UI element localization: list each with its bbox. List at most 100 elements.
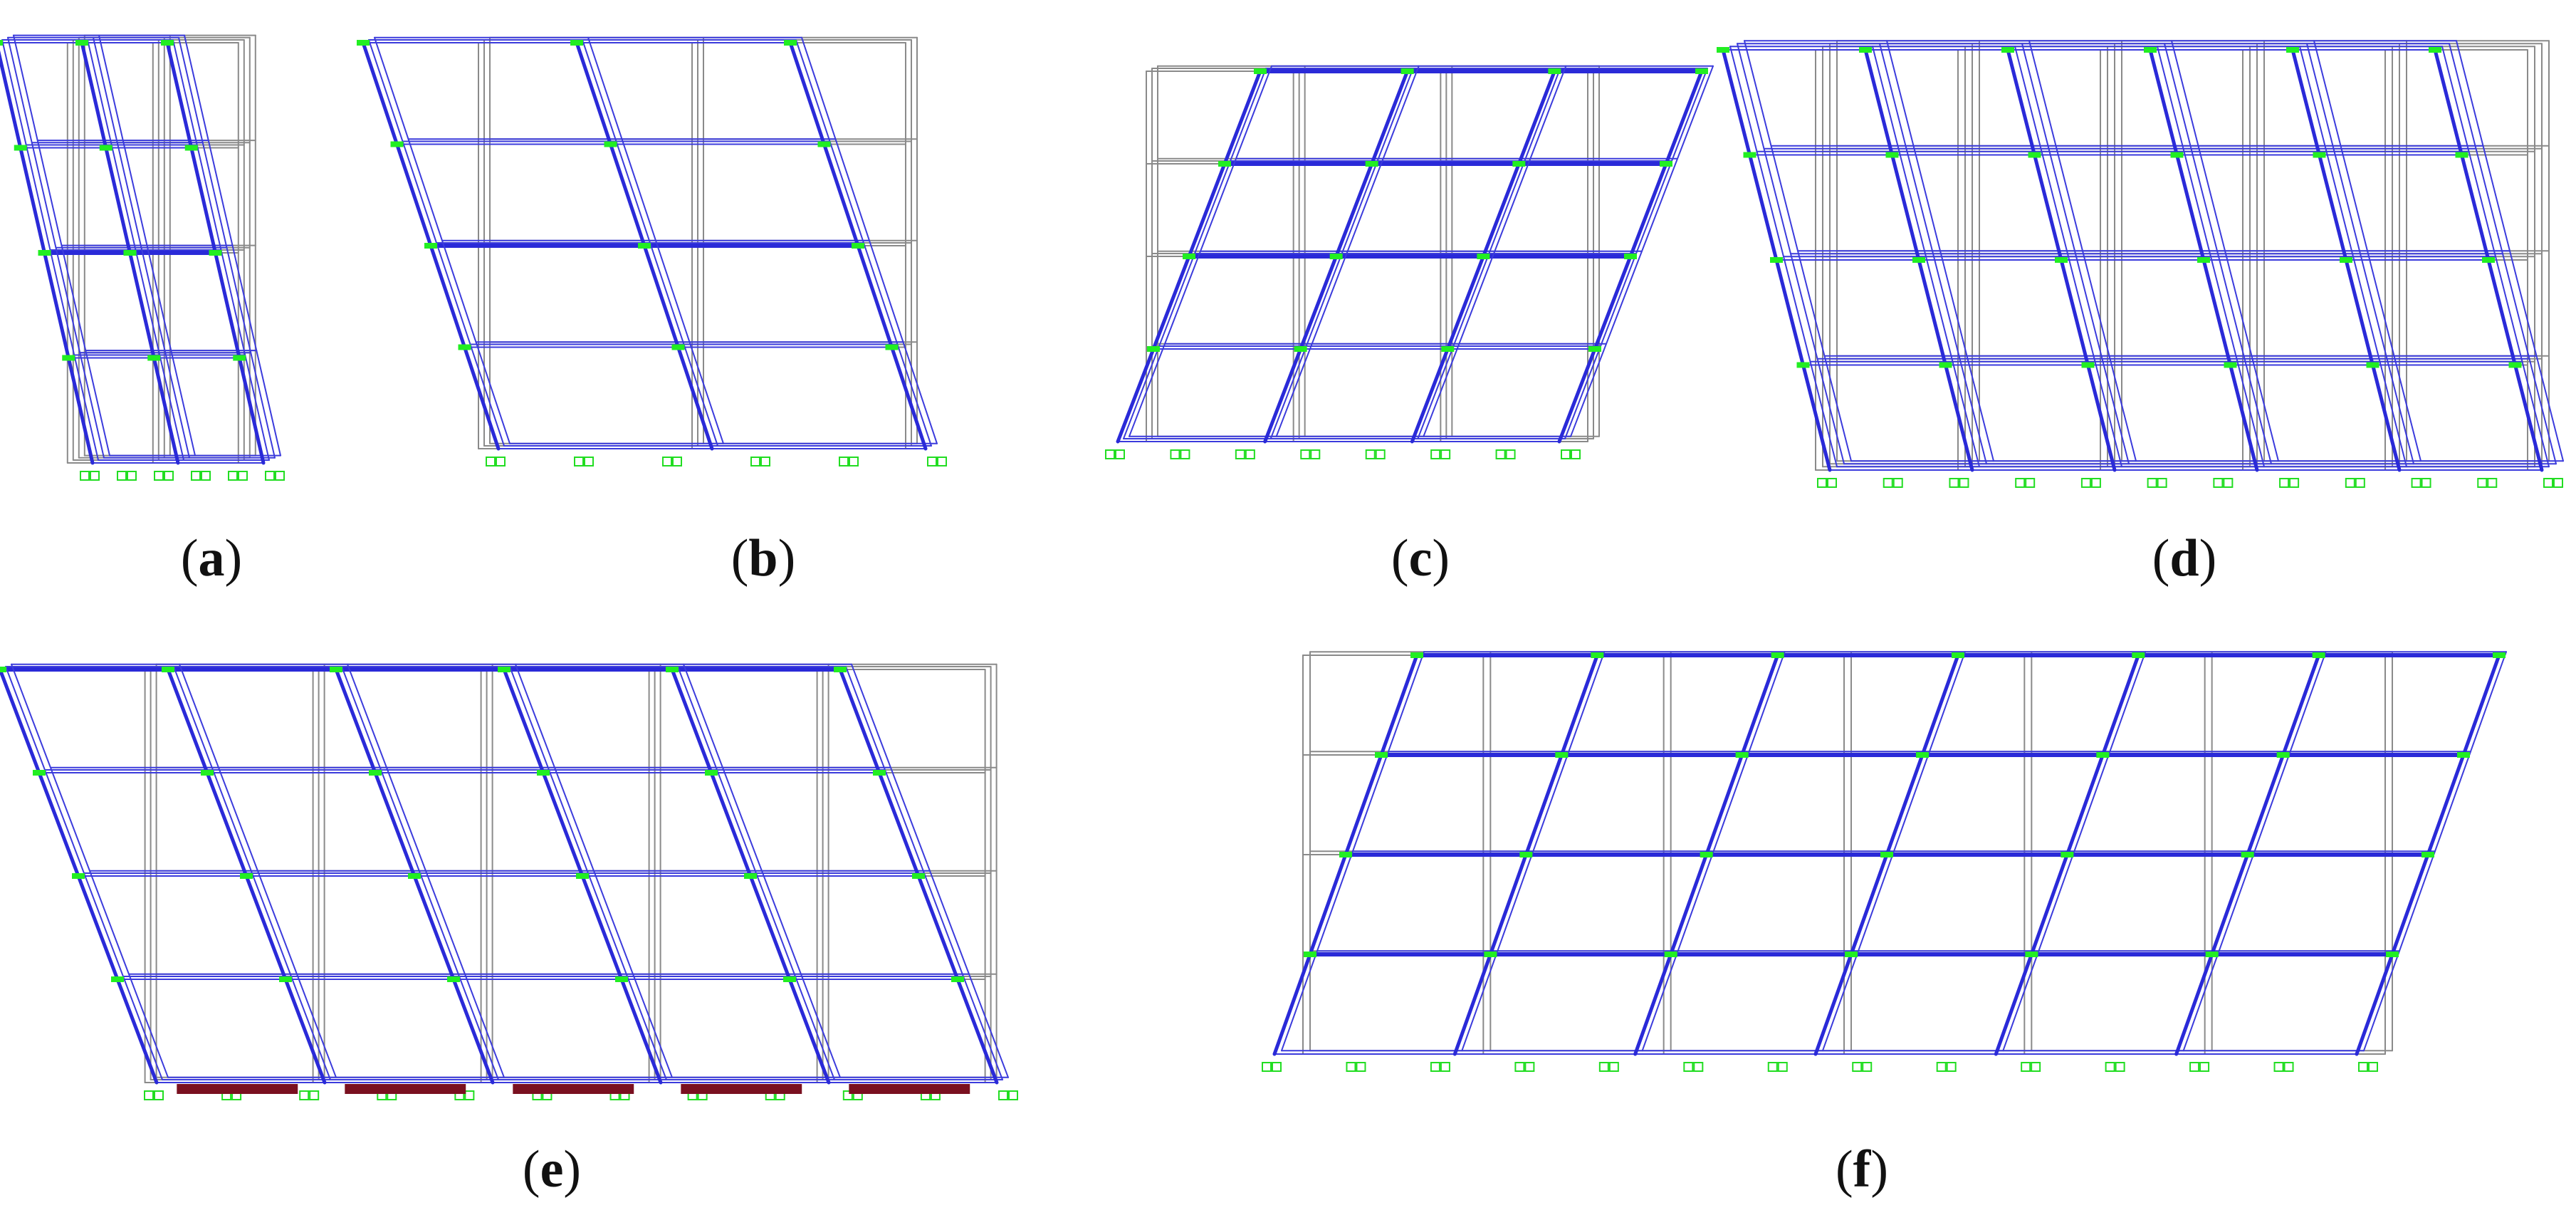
plastic-hinge-marker: [570, 40, 583, 46]
plastic-hinge-marker: [1700, 852, 1713, 857]
support-symbol: [1826, 478, 1837, 488]
support-symbol: [265, 471, 276, 481]
support-symbol: [2411, 478, 2423, 488]
plastic-hinge-marker: [14, 145, 27, 151]
caption-d: (d): [2152, 529, 2217, 588]
support-symbol: [125, 471, 137, 481]
plastic-hinge-marker: [0, 667, 6, 672]
support-symbol: [1683, 1062, 1695, 1072]
plastic-hinge-marker: [2132, 652, 2145, 658]
plastic-hinge-marker: [2508, 362, 2522, 368]
support-symbol: [2288, 478, 2300, 488]
support-symbol: [1170, 449, 1182, 459]
plastic-hinge-marker: [705, 770, 718, 776]
support-symbol: [1178, 449, 1190, 459]
plastic-hinge-marker: [817, 141, 831, 147]
support-symbol: [2029, 1062, 2041, 1072]
support-symbol: [1262, 1062, 1273, 1072]
support-symbol: [1007, 1090, 1018, 1100]
plastic-hinge-marker: [912, 873, 925, 879]
plastic-hinge-marker: [2096, 752, 2110, 758]
support-symbol: [2105, 1062, 2117, 1072]
foundation-beam: [177, 1084, 298, 1094]
frame-diagram-a: [0, 34, 285, 481]
support-symbol: [1105, 449, 1116, 459]
plastic-hinge-marker: [1512, 161, 1526, 167]
support-symbol: [2345, 478, 2357, 488]
caption-d-label: d: [2169, 529, 2199, 588]
support-symbol: [1438, 1062, 1450, 1072]
frame-diagram-d: [1717, 40, 2564, 488]
support-symbol: [750, 457, 762, 466]
support-symbol: [2543, 478, 2555, 488]
plastic-hinge-marker: [834, 667, 847, 672]
plastic-hinge-marker: [1294, 346, 1307, 352]
support-symbol: [2113, 1062, 2125, 1072]
plastic-hinge-marker: [161, 40, 174, 46]
plastic-hinge-marker: [1329, 254, 1343, 259]
support-symbol: [2358, 1062, 2370, 1072]
support-symbol: [1692, 1062, 1704, 1072]
support-symbol: [308, 1090, 320, 1100]
plastic-hinge-marker: [951, 976, 964, 982]
support-symbol: [1354, 1062, 1366, 1072]
plastic-hinge-marker: [498, 667, 511, 672]
support-symbol: [1776, 1062, 1788, 1072]
plastic-hinge-marker: [1771, 652, 1784, 658]
plastic-hinge-marker: [1885, 152, 1899, 158]
support-symbol: [1523, 1062, 1535, 1072]
support-symbol: [494, 457, 506, 466]
plastic-hinge-marker: [2081, 362, 2095, 368]
plastic-hinge-marker: [604, 141, 617, 147]
foundation-beam: [345, 1084, 466, 1094]
caption-c-label: c: [1408, 529, 1433, 588]
plastic-hinge-marker: [201, 770, 214, 776]
support-symbol: [80, 471, 91, 481]
plastic-hinge-marker: [2482, 257, 2495, 263]
plastic-hinge-marker: [2386, 952, 2399, 957]
support-symbol: [662, 457, 674, 466]
support-symbol: [1607, 1062, 1619, 1072]
support-symbol: [1430, 449, 1443, 459]
support-symbol: [152, 1090, 164, 1100]
support-symbol: [228, 471, 239, 481]
support-symbol: [2015, 478, 2027, 488]
support-symbol: [1860, 1062, 1873, 1072]
plastic-hinge-marker: [615, 976, 628, 982]
plastic-hinge-marker: [2025, 952, 2038, 957]
plastic-hinge-marker: [2001, 47, 2014, 53]
plastic-hinge-marker: [1743, 152, 1756, 158]
plastic-hinge-marker: [576, 873, 589, 879]
plastic-hinge-marker: [424, 243, 437, 249]
support-symbol: [2155, 478, 2167, 488]
support-symbol: [2080, 478, 2093, 488]
plastic-hinge-marker: [2313, 152, 2326, 158]
plastic-hinge-marker: [1339, 852, 1352, 857]
plastic-hinge-marker: [1400, 68, 1414, 74]
foundation-beam: [513, 1084, 634, 1094]
plastic-hinge-marker: [1624, 254, 1637, 259]
support-symbol: [2353, 478, 2365, 488]
plastic-hinge-marker: [1770, 257, 1783, 263]
caption-b-label: b: [748, 529, 778, 588]
support-symbol: [299, 1090, 311, 1100]
support-symbol: [117, 471, 128, 481]
support-symbol: [1495, 449, 1507, 459]
support-symbol: [2213, 478, 2225, 488]
plastic-hinge-marker: [2224, 362, 2237, 368]
plastic-hinge-marker: [123, 250, 137, 256]
plastic-hinge-marker: [1254, 68, 1267, 74]
plastic-hinge-marker: [1441, 346, 1455, 352]
support-symbol: [1346, 1062, 1358, 1072]
plastic-hinge-marker: [666, 667, 679, 672]
support-symbol: [998, 1090, 1010, 1100]
panel-d: [1717, 36, 2564, 491]
panel-b: [357, 28, 954, 470]
support-symbol: [2282, 1062, 2294, 1072]
support-symbol: [1598, 1062, 1611, 1072]
plastic-hinge-marker: [38, 250, 51, 256]
support-symbol: [2023, 478, 2036, 488]
support-symbol: [1365, 449, 1377, 459]
support-symbol: [1852, 1062, 1864, 1072]
caption-e: (e): [522, 1140, 582, 1199]
